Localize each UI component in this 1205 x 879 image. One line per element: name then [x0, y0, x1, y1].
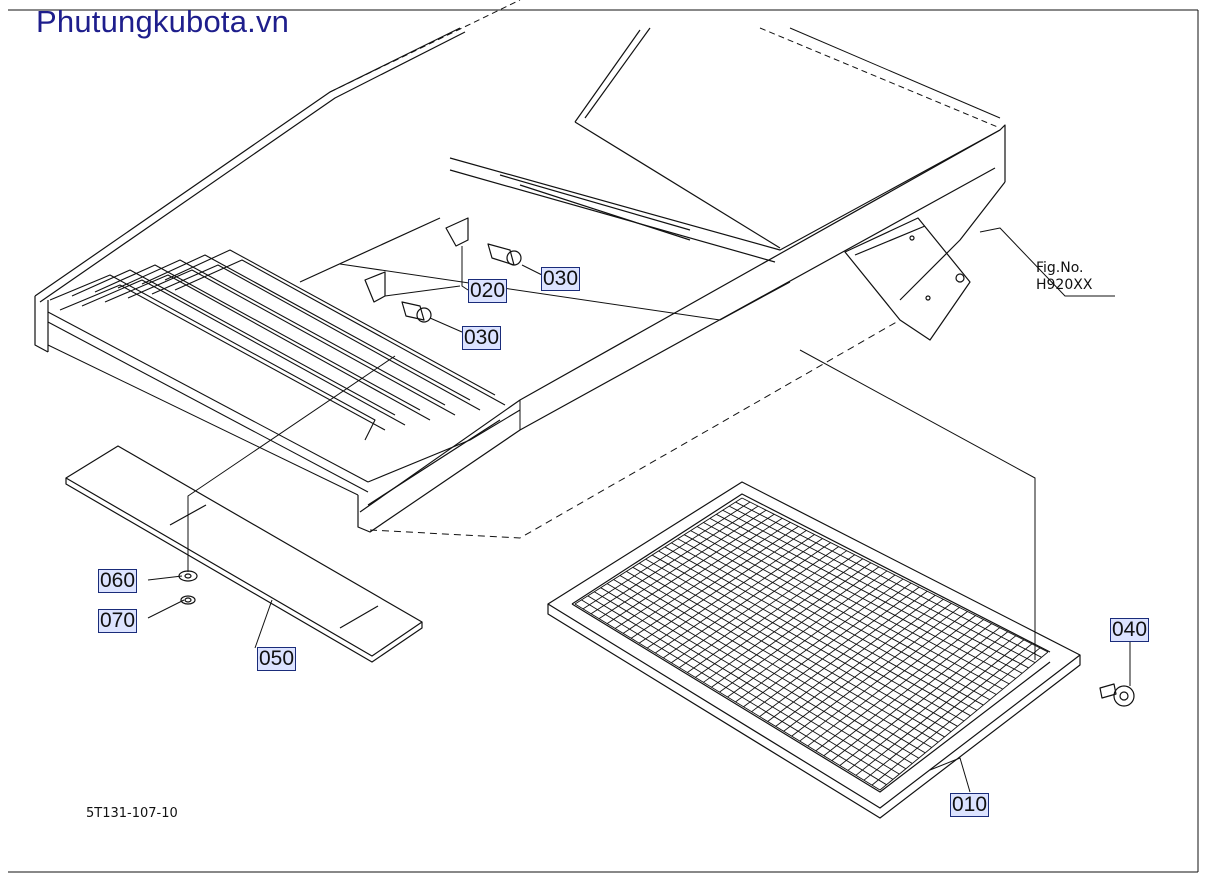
mesh-wire: [816, 620, 984, 751]
bracket-plate: [845, 218, 970, 340]
mesh-wire: [599, 510, 766, 619]
clip-brackets: [365, 218, 521, 322]
washers: [179, 571, 197, 604]
callout-060[interactable]: 060: [98, 569, 138, 593]
mesh-wire: [703, 563, 870, 682]
mesh-wire: [679, 551, 846, 668]
bolt-040: [1100, 684, 1134, 706]
mesh-wire: [800, 611, 968, 741]
mesh-wire: [808, 616, 976, 746]
mesh-wire: [736, 579, 904, 702]
mesh-wire: [615, 518, 782, 628]
mesh-wire: [792, 607, 960, 736]
mesh-wire: [856, 640, 1024, 775]
mesh-wire: [639, 530, 806, 643]
mesh-wire: [832, 628, 1000, 761]
mesh-wire: [623, 522, 790, 633]
corrugated-floor: [48, 250, 520, 492]
callout-030-upper[interactable]: 030: [541, 267, 581, 291]
grid-basket-010: [548, 482, 1080, 818]
mesh-wire: [575, 498, 742, 604]
mesh-wire: [880, 652, 1048, 790]
mesh-wire: [671, 547, 838, 663]
mesh-wire: [631, 526, 798, 638]
mesh-wire: [695, 559, 862, 678]
mesh-wire: [607, 514, 774, 623]
mesh-wire: [848, 636, 1016, 771]
callout-070[interactable]: 070: [98, 609, 138, 633]
mesh-wire: [864, 644, 1032, 780]
mesh-wire: [840, 632, 1008, 766]
mesh-wire: [647, 534, 814, 648]
mesh-wire: [760, 591, 928, 716]
callout-050[interactable]: 050: [257, 647, 297, 671]
mesh-wire: [711, 567, 878, 687]
drawing-number: 5T131-107-10: [86, 806, 178, 821]
figure-reference: Fig.No. H920XX: [1036, 260, 1092, 294]
callout-030-lower[interactable]: 030: [462, 326, 502, 350]
watermark: Phutungkubota.vn: [36, 4, 290, 39]
mesh-wire: [663, 543, 830, 658]
mesh-wire: [744, 583, 912, 707]
callout-010[interactable]: 010: [950, 793, 990, 817]
mesh-wire: [728, 575, 896, 697]
figure-reference-number: H920XX: [1036, 277, 1093, 293]
callout-020[interactable]: 020: [468, 279, 508, 303]
chassis-frame: [35, 0, 1005, 538]
mesh-wire: [776, 599, 944, 726]
callout-040[interactable]: 040: [1110, 618, 1150, 642]
mesh-wire: [655, 539, 822, 653]
mesh-wire: [824, 624, 992, 756]
mesh-wire: [583, 502, 750, 609]
plate-050: [66, 446, 422, 662]
mesh-wire: [872, 648, 1040, 785]
mesh-wire: [719, 571, 886, 692]
mesh-wire: [768, 595, 936, 721]
leader-lines: [148, 228, 1130, 792]
figure-reference-label: Fig.No.: [1036, 260, 1084, 276]
mesh-wire: [687, 555, 854, 673]
mesh-wire: [784, 603, 952, 731]
mesh-wire: [752, 587, 920, 712]
grid-mesh: [575, 498, 1048, 790]
mesh-wire: [591, 506, 758, 614]
